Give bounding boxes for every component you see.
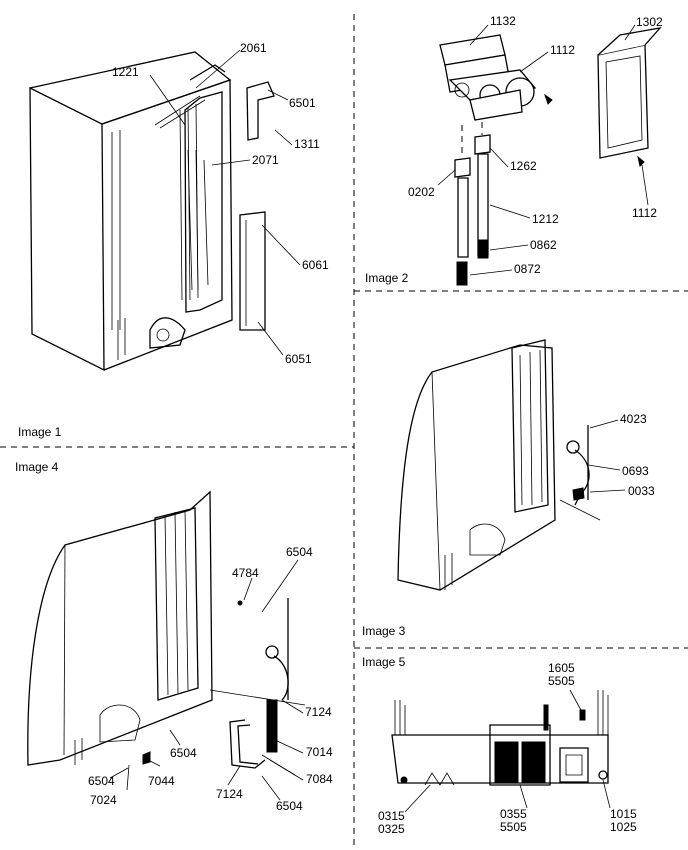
callout-1311: 1311 (294, 137, 320, 151)
callout-1605-5505: 1605 5505 (548, 661, 575, 688)
image4-cabinet-drawing (27, 490, 306, 791)
panel-title-image-2: Image 2 (365, 271, 409, 285)
callout-7124-right: 7124 (305, 705, 332, 719)
callout-0872: 0872 (514, 262, 541, 276)
panel-title-image-5: Image 5 (362, 655, 406, 669)
image1-leader-lines (149, 49, 301, 356)
callout-6504-mid: 6504 (170, 746, 197, 760)
image5-base-drawing (391, 690, 609, 786)
panel-dividers (0, 14, 688, 850)
image3-cabinet-drawing (397, 339, 601, 591)
callout-0355-5505: 0355 5505 (500, 807, 527, 834)
callout-1221: 1221 (112, 65, 139, 79)
image3-leader-lines (587, 419, 626, 493)
callout-1112-top: 1112 (550, 43, 575, 57)
callout-1112-bottom: 1112 (632, 206, 657, 220)
callout-0202: 0202 (408, 185, 435, 199)
refrigerator-cabinet-drawing (29, 51, 275, 372)
callout-6504-bottom: 6504 (276, 799, 303, 813)
callout-0033: 0033 (628, 484, 655, 498)
image2-leader-lines (437, 24, 649, 276)
callout-0862: 0862 (530, 238, 557, 252)
callout-7044: 7044 (148, 774, 175, 788)
callout-6051: 6051 (285, 352, 312, 366)
callout-6501: 6501 (289, 96, 316, 110)
water-valve-assembly-drawing (439, 27, 662, 286)
image5-leader-lines (404, 689, 611, 813)
callout-6504-left: 6504 (88, 774, 115, 788)
image4-leader-lines (109, 559, 304, 801)
callout-2061: 2061 (240, 41, 267, 55)
callout-6504-top: 6504 (286, 545, 313, 559)
callout-1015-1025: 1015 1025 (610, 807, 637, 834)
callout-4784: 4784 (232, 566, 259, 580)
callout-1132: 1132 (490, 14, 516, 28)
callout-7124-bottom: 7124 (216, 787, 243, 801)
callout-2071: 2071 (252, 153, 279, 167)
callout-1302: 1302 (636, 15, 663, 29)
callout-6061: 6061 (302, 258, 329, 272)
callout-1212: 1212 (532, 212, 559, 226)
panel-title-image-1: Image 1 (18, 425, 62, 439)
callout-7014: 7014 (306, 745, 333, 759)
callout-1262: 1262 (510, 159, 537, 173)
callout-7084: 7084 (306, 772, 333, 786)
callout-0315-0325: 0315 0325 (378, 809, 405, 836)
panel-title-image-3: Image 3 (362, 624, 406, 638)
callout-4023: 4023 (620, 412, 647, 426)
callout-7024: 7024 (90, 793, 117, 807)
panel-title-image-4: Image 4 (15, 460, 59, 474)
callout-0693: 0693 (622, 464, 649, 478)
